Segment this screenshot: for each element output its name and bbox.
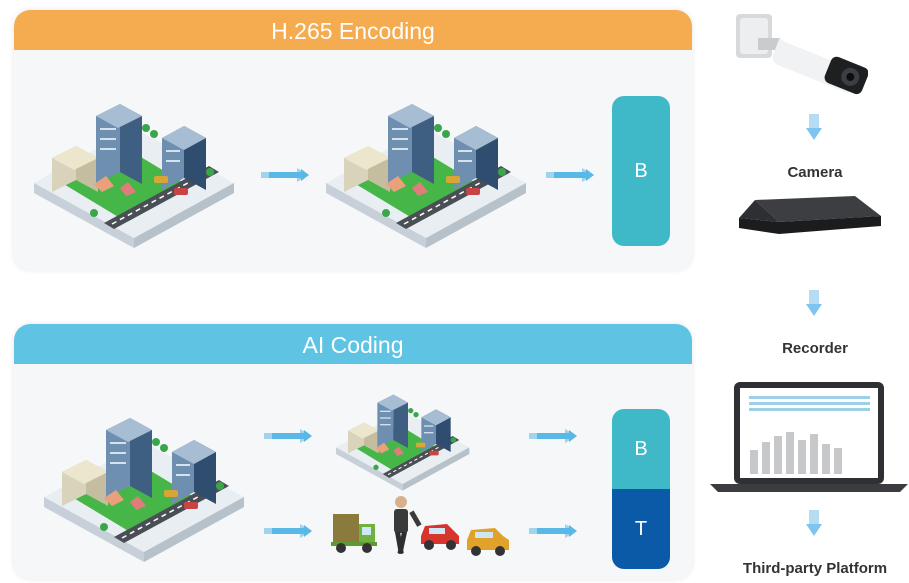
flow-arrow-icon	[261, 168, 309, 182]
flow-arrow-icon	[264, 429, 312, 443]
flow-arrow-icon	[264, 524, 312, 538]
flow-arrow-icon	[546, 168, 594, 182]
b-frame-block: B	[612, 96, 670, 246]
platform-label: Third-party Platform	[742, 560, 888, 577]
city-scene-illustration	[326, 103, 527, 249]
laptop-icon	[710, 382, 908, 492]
camera-label: Camera	[787, 164, 843, 181]
t-frame-block: T	[612, 489, 670, 569]
down-arrow-icon	[806, 290, 822, 316]
down-arrow-icon	[806, 510, 822, 536]
flow-arrow-icon	[529, 429, 577, 443]
ai-coding-panel: AI Coding	[14, 324, 692, 579]
h265-panel-title: H.265 Encoding	[14, 10, 692, 50]
down-arrow-icon	[806, 114, 822, 140]
city-scene-illustration	[34, 103, 235, 249]
camera-icon	[736, 14, 868, 95]
recorder-label: Recorder	[782, 340, 848, 357]
recorder-icon	[739, 196, 881, 234]
background-scene-illustration	[336, 394, 470, 492]
targets-illustration	[331, 496, 509, 556]
b-frame-block: B	[612, 409, 670, 489]
flow-arrow-icon	[529, 524, 577, 538]
city-scene-illustration	[44, 417, 245, 563]
h265-encoding-panel: H.265 Encoding B	[14, 10, 692, 270]
ai-panel-title: AI Coding	[14, 324, 692, 364]
